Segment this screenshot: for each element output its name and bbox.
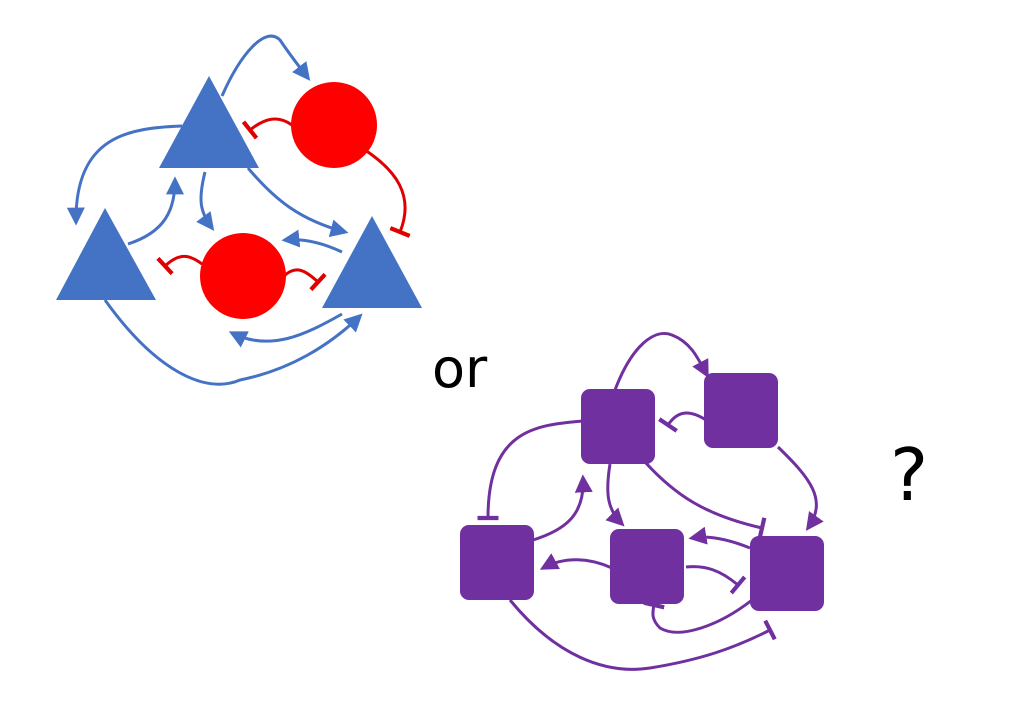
edge-circle2-inhibits-c [282, 268, 327, 292]
edge-a-to-c [246, 167, 349, 237]
triangle-node-b [56, 208, 156, 300]
edge-p5-to-p4 [688, 526, 751, 550]
left-network [56, 34, 422, 386]
edge-p1-inhibits-p3 [477, 419, 584, 521]
edge-c-to-circle2 [281, 229, 343, 254]
edge-a-to-b [66, 124, 183, 226]
square-node-4 [610, 529, 684, 604]
edge-p3-to-p1 [532, 474, 593, 542]
right-edges [477, 332, 824, 671]
edge-p4-inhibits-p5 [685, 565, 747, 595]
edge-c-to-circle2-lower [228, 312, 343, 348]
edge-a-to-circle1 [220, 34, 311, 97]
edge-p1-to-p4 [605, 463, 625, 527]
edge-circle1-inhibits-a [241, 117, 293, 140]
edge-a-to-circle2 [196, 171, 215, 231]
edge-p1-to-p2 [613, 332, 709, 391]
square-node-1 [581, 389, 655, 464]
square-node-5 [750, 536, 824, 611]
left-excitatory-edges [66, 34, 363, 386]
edge-p3-inhibits-p5 [508, 599, 777, 671]
left-inhibitory-edges [156, 117, 411, 292]
or-label: or [432, 337, 488, 400]
edge-circle2-inhibits-b [156, 254, 203, 276]
edge-b-to-a [127, 176, 184, 246]
edge-p2-to-p5 [776, 445, 824, 531]
question-mark-label: ? [890, 433, 928, 517]
circle-node-1 [291, 82, 377, 168]
triangle-node-c [322, 216, 422, 308]
triangle-node-a [159, 76, 259, 168]
edge-p4-to-p3 [539, 553, 613, 570]
edge-circle1-inhibits-c [364, 148, 411, 238]
edge-p5-inhibits-p4 [643, 598, 753, 634]
edge-p2-inhibits-p1 [658, 411, 707, 433]
edge-p1-inhibits-p5 [643, 460, 767, 539]
square-node-3 [460, 525, 534, 600]
edge-b-to-c [103, 299, 363, 386]
circle-node-2 [200, 233, 286, 319]
right-network [460, 332, 824, 671]
square-node-2 [704, 373, 778, 448]
